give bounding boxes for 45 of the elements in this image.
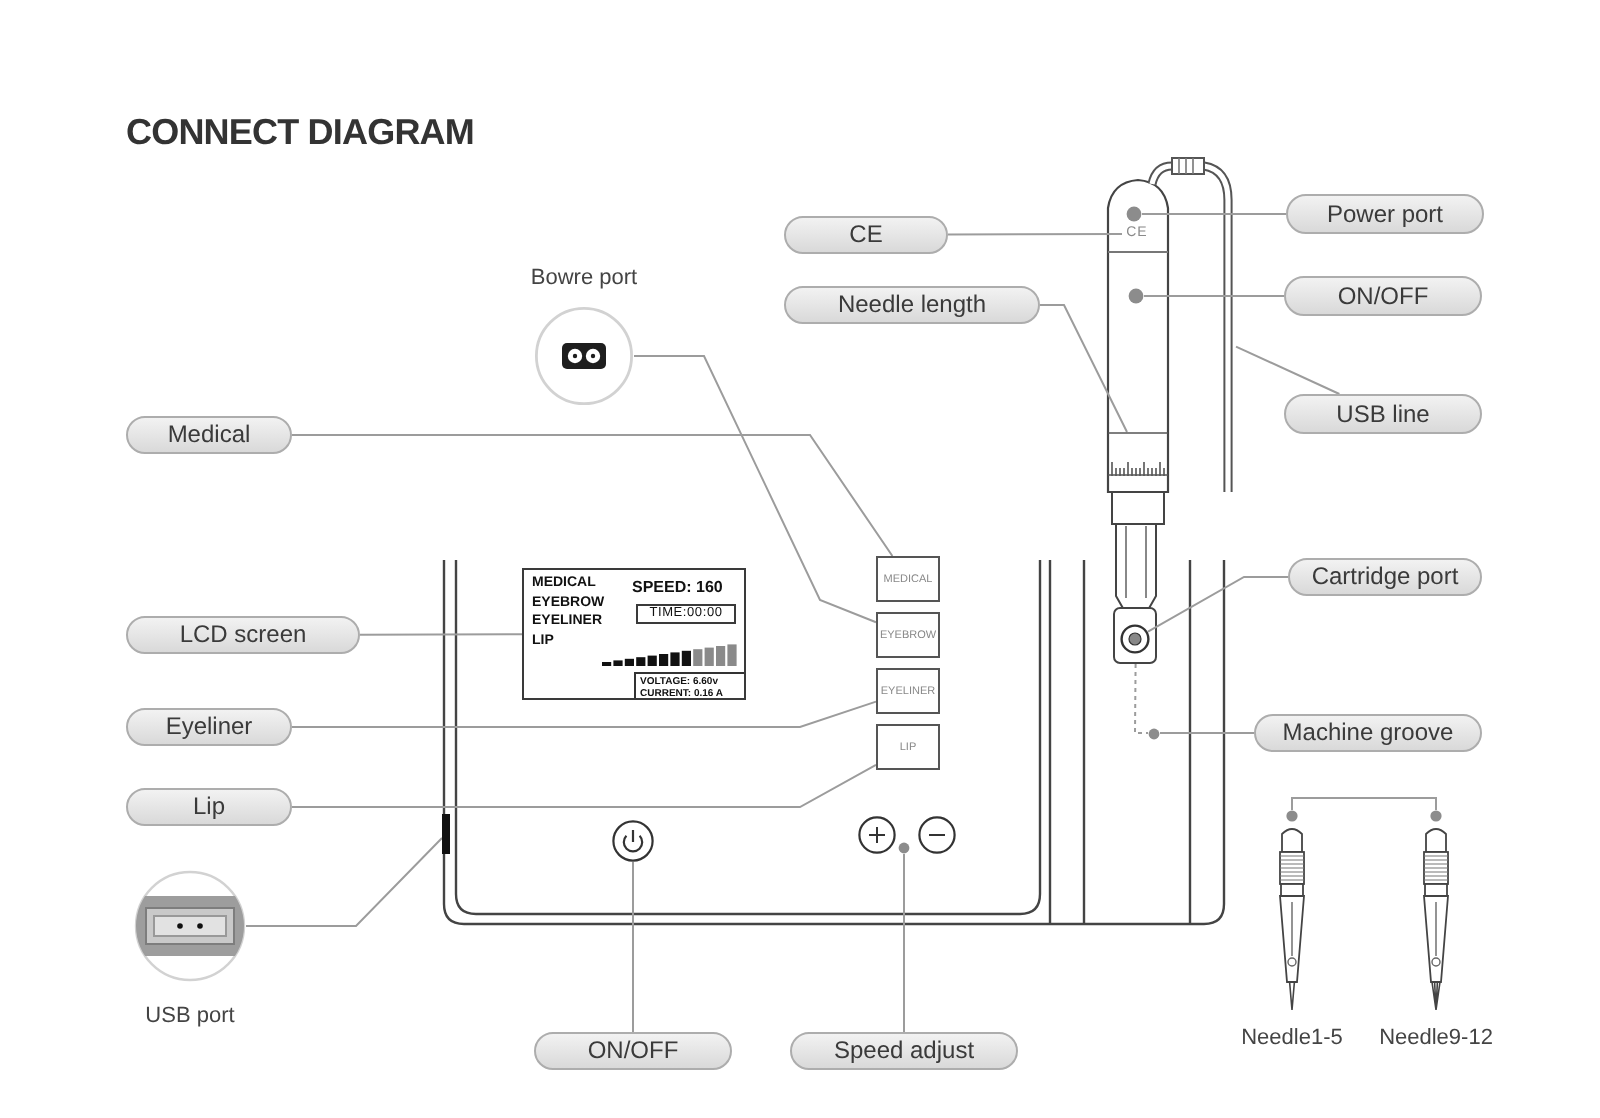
leader-line (1039, 304, 1128, 433)
callout-label: LCD screen (126, 616, 360, 654)
dotted-guide-line (1134, 663, 1149, 734)
leader-line (245, 837, 443, 927)
power-button-icon (612, 820, 654, 862)
leader-line (291, 700, 877, 728)
callout-label: Machine groove (1254, 714, 1482, 752)
leader-line (947, 233, 1123, 236)
connector-line (1291, 797, 1437, 811)
leader-line (1143, 295, 1285, 297)
leader-line (633, 355, 877, 624)
dot-icon (1148, 727, 1160, 739)
callout-label: Medical (126, 416, 292, 454)
callout-label: Lip (126, 788, 292, 826)
callout-label: ON/OFF (534, 1032, 732, 1070)
leader-line (1147, 576, 1289, 633)
callout-label: Power port (1286, 194, 1484, 234)
leader-line (903, 853, 905, 1033)
callout-label: ON/OFF (1284, 276, 1482, 316)
callout-label: Eyeliner (126, 708, 292, 746)
scale-icon (1108, 432, 1168, 476)
needle-label: Needle1-5 (1239, 1024, 1345, 1052)
diagram-title: CONNECT DIAGRAM (126, 110, 474, 154)
callout-label: Speed adjust (790, 1032, 1018, 1070)
speed-readout: SPEED: 160 (632, 578, 723, 596)
leader-line (291, 763, 877, 808)
dot-icon (1126, 206, 1142, 222)
leader-line (1159, 732, 1255, 734)
leader-line (1141, 213, 1287, 215)
leader-line (359, 633, 523, 636)
lcd-screen (522, 568, 746, 700)
callout-label: Needle length (784, 286, 1040, 324)
leader-line (1235, 345, 1341, 395)
leader-line (632, 861, 634, 1033)
slot-icon (442, 814, 450, 854)
needle-label: Needle9-12 (1377, 1024, 1495, 1052)
dot-icon (1128, 288, 1144, 304)
port-label: USB port (143, 1002, 237, 1030)
callout-label: USB line (1284, 394, 1482, 434)
leader-line (291, 434, 894, 557)
dot-icon (898, 842, 910, 854)
port-label: Bowre port (528, 264, 640, 292)
callout-label: CE (784, 216, 948, 254)
cable (1146, 156, 1236, 496)
callout-label: Cartridge port (1288, 558, 1482, 596)
